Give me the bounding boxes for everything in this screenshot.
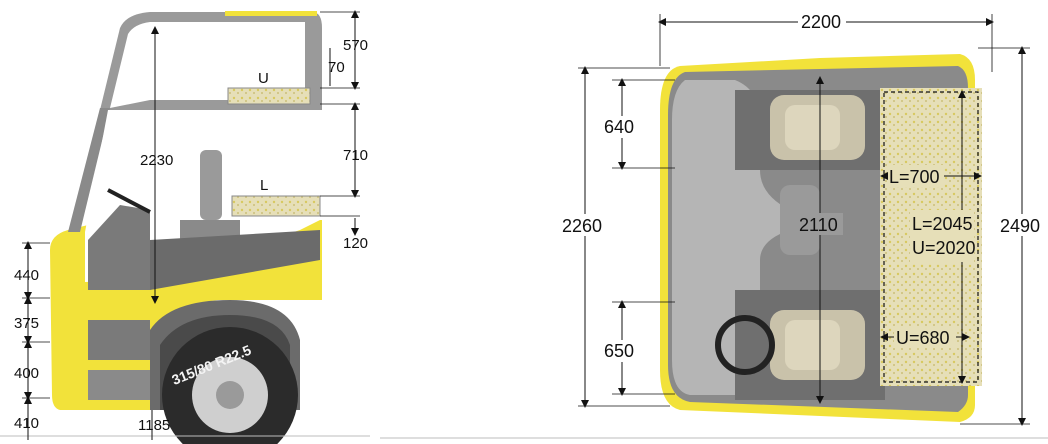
dim-375: 375 xyxy=(14,315,39,332)
width-dim: 2200 xyxy=(801,12,841,32)
upper-bunk xyxy=(227,87,311,105)
lower-bunk-width: L=700 xyxy=(889,167,940,187)
upper-bunk-length: U=2020 xyxy=(912,238,976,258)
full-length-dim: 2490 xyxy=(1000,216,1040,236)
lower-to-floor-dim: 120 xyxy=(343,235,368,252)
lower-bunk-label: L xyxy=(260,177,268,194)
gap-dim: 70 xyxy=(328,59,345,76)
side-view: 315/80 R22.5 U L 2230 570 70 710 120 440… xyxy=(0,10,370,444)
upper-to-lower-dim: 710 xyxy=(343,147,368,164)
roof-dim: 570 xyxy=(343,37,368,54)
seat-bottom-dim: 650 xyxy=(604,341,634,361)
seat-top-dim: 640 xyxy=(604,117,634,137)
dim-1185: 1185 xyxy=(138,417,170,434)
lower-bunk-length: L=2045 xyxy=(912,214,973,234)
dim-440: 440 xyxy=(14,267,39,284)
lower-bunk xyxy=(231,195,321,217)
inner-length-dim: 2110 xyxy=(799,215,838,235)
cab-height-dim: 2230 xyxy=(140,152,173,169)
dim-410: 410 xyxy=(14,415,39,432)
length-dim: 2260 xyxy=(562,216,602,236)
top-view: 2200 2260 640 650 2110 L=700 L=2045 U=20… xyxy=(380,10,1048,439)
steering-wheel xyxy=(715,315,775,375)
driver-seat xyxy=(770,310,865,380)
front-tyre: 315/80 R22.5 xyxy=(162,327,298,444)
dim-400: 400 xyxy=(14,365,39,382)
upper-bunk-width: U=680 xyxy=(896,328,950,348)
upper-bunk-label: U xyxy=(258,70,269,87)
passenger-seat xyxy=(770,95,865,160)
